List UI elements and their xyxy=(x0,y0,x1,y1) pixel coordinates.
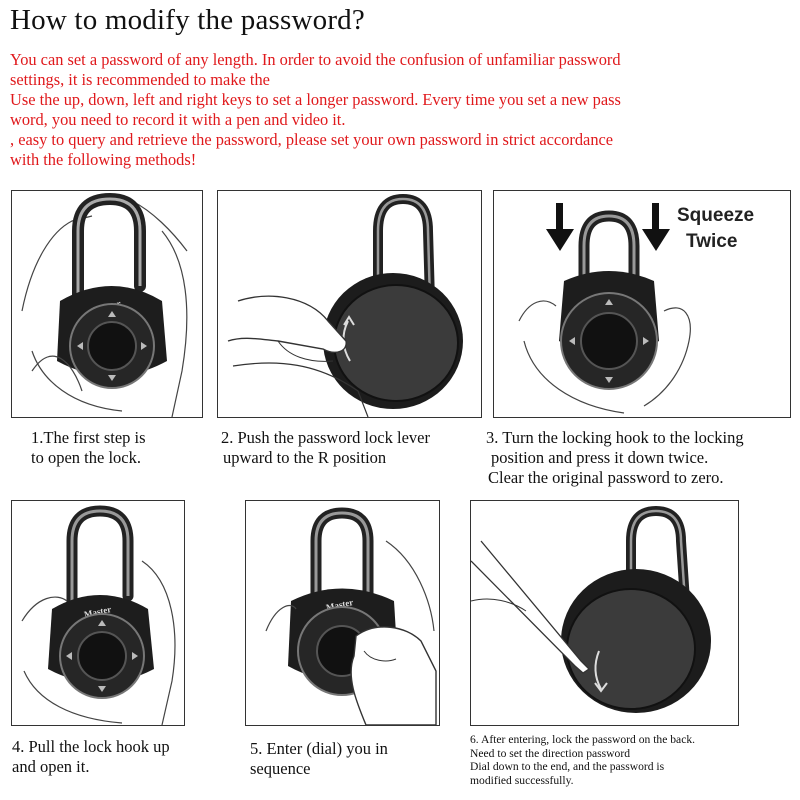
step-5-caption: 5. Enter (dial) you in sequence xyxy=(250,739,388,778)
intro-text: You can set a password of any length. In… xyxy=(10,50,790,170)
lock-squeeze-icon: Squeeze Twice xyxy=(518,203,754,414)
page-title: How to modify the password? xyxy=(10,4,365,36)
step-2-caption: 2. Push the password lock lever upward t… xyxy=(221,428,430,467)
step-6-caption: 6. After entering, lock the password on … xyxy=(470,733,696,787)
twice-label: Twice xyxy=(686,231,737,252)
squeeze-label: Squeeze xyxy=(677,205,754,226)
intro-line: word, you need to record it with a pen a… xyxy=(10,110,346,129)
step-3-illustration: Squeeze Twice xyxy=(493,190,791,418)
intro-line: Use the up, down, left and right keys to… xyxy=(10,90,621,109)
step-5-illustration: Master xyxy=(245,500,440,726)
step-3-caption: 3. Turn the locking hook to the locking … xyxy=(486,428,744,487)
step-4-caption: 4. Pull the lock hook up and open it. xyxy=(12,737,170,776)
lock-front-open-icon: Master xyxy=(21,192,188,417)
step-4-illustration: Master xyxy=(11,500,185,726)
intro-line: You can set a password of any length. In… xyxy=(10,50,621,69)
intro-line: settings, it is recommended to make the xyxy=(10,70,270,89)
step-2-illustration xyxy=(217,190,482,418)
step-1-illustration: Master xyxy=(11,190,203,418)
intro-line: , easy to query and retrieve the passwor… xyxy=(10,130,614,149)
lock-pull-hook-icon: Master xyxy=(21,505,176,725)
lock-enter-code-icon: Master xyxy=(265,507,437,725)
arrow-down-icon xyxy=(546,229,574,251)
intro-line: with the following methods! xyxy=(10,150,197,169)
step-1-caption: 1.The first step is to open the lock. xyxy=(31,428,146,467)
arrow-down-icon xyxy=(642,229,670,251)
step-6-illustration xyxy=(470,500,739,726)
lock-back-dial-icon xyxy=(471,505,711,713)
lock-back-lever-icon xyxy=(227,193,463,417)
